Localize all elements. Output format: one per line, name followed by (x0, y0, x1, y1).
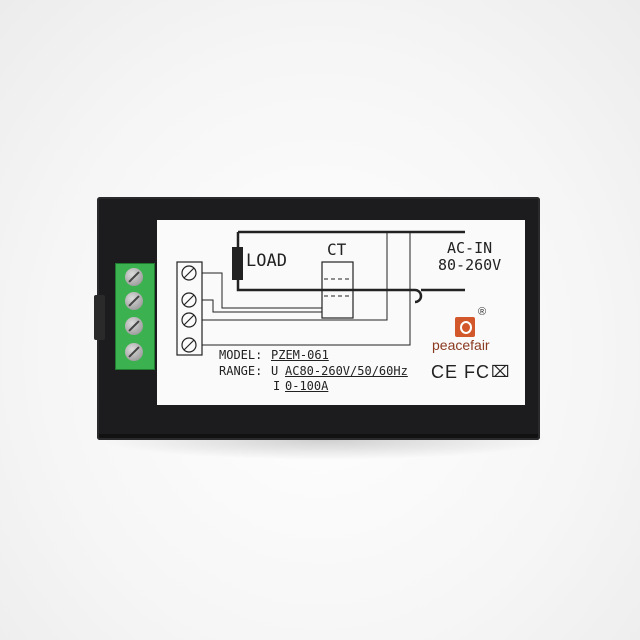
voltage-in-text: 80-260V (438, 256, 502, 274)
screw-icon (125, 343, 143, 361)
wiring-diagram (176, 230, 465, 356)
load-text: LOAD (246, 251, 287, 271)
wiring-label: LOAD CT AC-IN 80-260V MODEL: PZEM-061 RA… (157, 220, 525, 405)
weee-bin-icon: ⌧ (491, 364, 510, 381)
model-value: PZEM-061 (271, 348, 329, 362)
range-u-value: AC80-260V/50/60Hz (285, 364, 408, 378)
ac-in-text: AC-IN (447, 239, 493, 257)
registered-mark: ® (478, 306, 487, 318)
range-u-symbol: U (271, 364, 279, 378)
certification-marks: CE FC (431, 362, 490, 382)
range-label: RANGE: (219, 364, 263, 378)
screw-icon (125, 268, 143, 286)
terminal-block (115, 263, 155, 370)
screw-icon (125, 292, 143, 310)
screw-icon (125, 317, 143, 335)
range-i-value: 0-100A (285, 379, 329, 393)
brand-logo-icon (455, 317, 475, 337)
range-i-symbol: I (273, 379, 281, 393)
brand-name: peacefair (432, 337, 490, 353)
ct-text: CT (327, 240, 347, 259)
model-label: MODEL: (219, 348, 263, 362)
mounting-clip (94, 295, 105, 340)
